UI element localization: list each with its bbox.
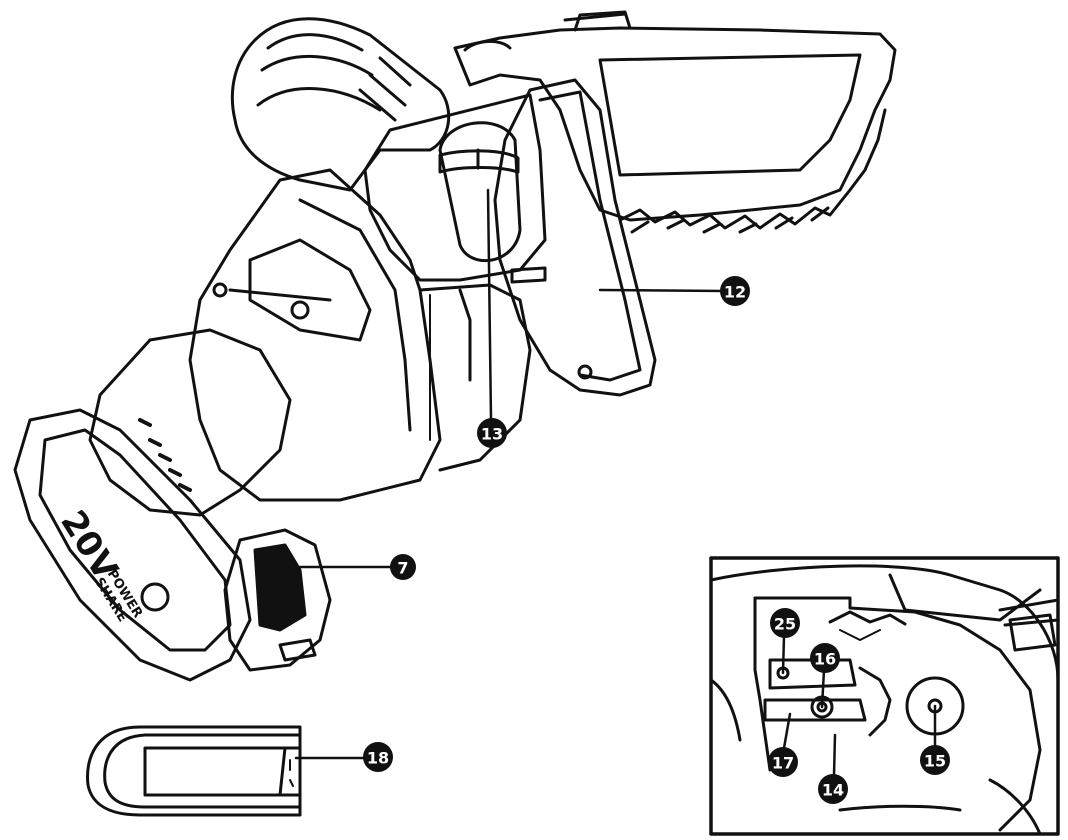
battery-label: 20V POWER SHARE xyxy=(52,504,145,625)
motor-housing xyxy=(230,17,451,192)
oil-cap xyxy=(438,121,522,262)
callout-17: 17 xyxy=(768,747,798,777)
callout-14-label: 14 xyxy=(822,781,844,800)
battery-pack xyxy=(13,408,332,682)
battery-release-button xyxy=(140,582,170,612)
callout-25: 25 xyxy=(770,608,800,638)
callout-16: 16 xyxy=(810,643,840,673)
callout-14: 14 xyxy=(818,774,848,804)
chain-cover xyxy=(453,26,897,222)
leader-lines xyxy=(294,188,937,777)
callout-13-label: 13 xyxy=(481,425,503,444)
callout-7: 7 xyxy=(390,554,416,580)
callout-15: 15 xyxy=(920,745,950,775)
saw-chain xyxy=(618,108,887,230)
front-guard xyxy=(493,78,657,397)
callout-13: 13 xyxy=(477,418,507,448)
scabbard xyxy=(86,725,302,817)
callout-18: 18 xyxy=(363,742,393,772)
callout-12: 12 xyxy=(720,276,750,306)
callout-7-label: 7 xyxy=(397,559,408,578)
callout-25-label: 25 xyxy=(774,615,796,634)
inset-detail xyxy=(709,556,1060,836)
callout-15-label: 15 xyxy=(924,752,946,771)
callout-16-label: 16 xyxy=(814,650,836,669)
battery-release-latch xyxy=(223,528,332,672)
callout-18-label: 18 xyxy=(367,749,389,768)
callout-17-label: 17 xyxy=(772,754,794,773)
callout-12-label: 12 xyxy=(724,283,746,302)
rear-handle xyxy=(188,168,442,502)
center-housing xyxy=(363,93,547,282)
